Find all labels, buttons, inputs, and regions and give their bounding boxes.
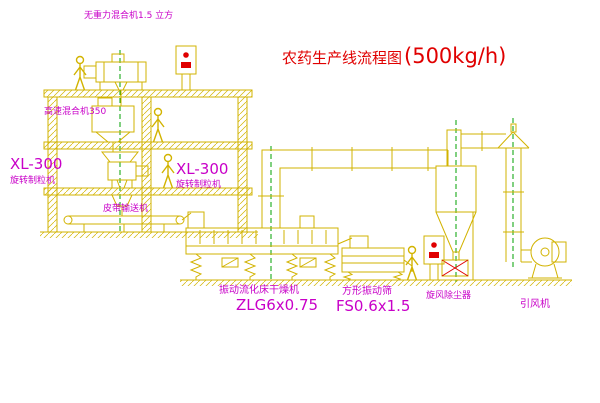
control-panel [175,45,197,90]
label-dryer-model: ZLG6x0.75 [236,296,319,314]
vibrating-screen [337,235,413,281]
worker-figure [405,245,419,281]
worker-figure [73,55,87,91]
label-fan: 引风机 [520,299,550,310]
label-granulator-mid-model: XL-300 [176,160,229,178]
ground-line [180,279,572,286]
belt-conveyor [63,212,192,232]
exhaust-duct [258,147,449,228]
worker-figure [151,107,165,143]
label-granulator-left-name: 旋转制粒机 [10,176,56,186]
discharge-hopper [111,194,133,216]
title-text: 农药生产线流程图 [282,49,403,67]
label-gravity-mixer: 无重力混合机1.5 立方 [84,11,174,21]
label-cyclone: 旋风除尘器 [426,291,472,301]
worker-figure [161,153,175,189]
control-panel [423,235,445,280]
exhaust-stack [497,123,530,262]
drawing-title: 农药生产线流程图 (500kg/h) [282,44,506,68]
centerlines [119,50,514,282]
label-granulator-left-model: XL-300 [10,155,63,173]
label-screen-model: FS0.6x1.5 [336,297,411,315]
label-screen-name: 方形振动筛 [342,286,392,297]
title-capacity: (500kg/h) [404,44,507,68]
granulator [100,151,149,189]
cyclone-separator [435,129,477,280]
label-belt-conveyor: 皮带输送机 [103,204,149,214]
label-high-speed-mixer: 高速混合机350 [44,107,107,117]
high-speed-mixer [91,97,135,152]
label-granulator-mid-name: 旋转制粒机 [176,180,222,190]
label-dryer-name: 振动流化床干燥机 [219,285,299,296]
induced-draft-fan [521,237,567,279]
